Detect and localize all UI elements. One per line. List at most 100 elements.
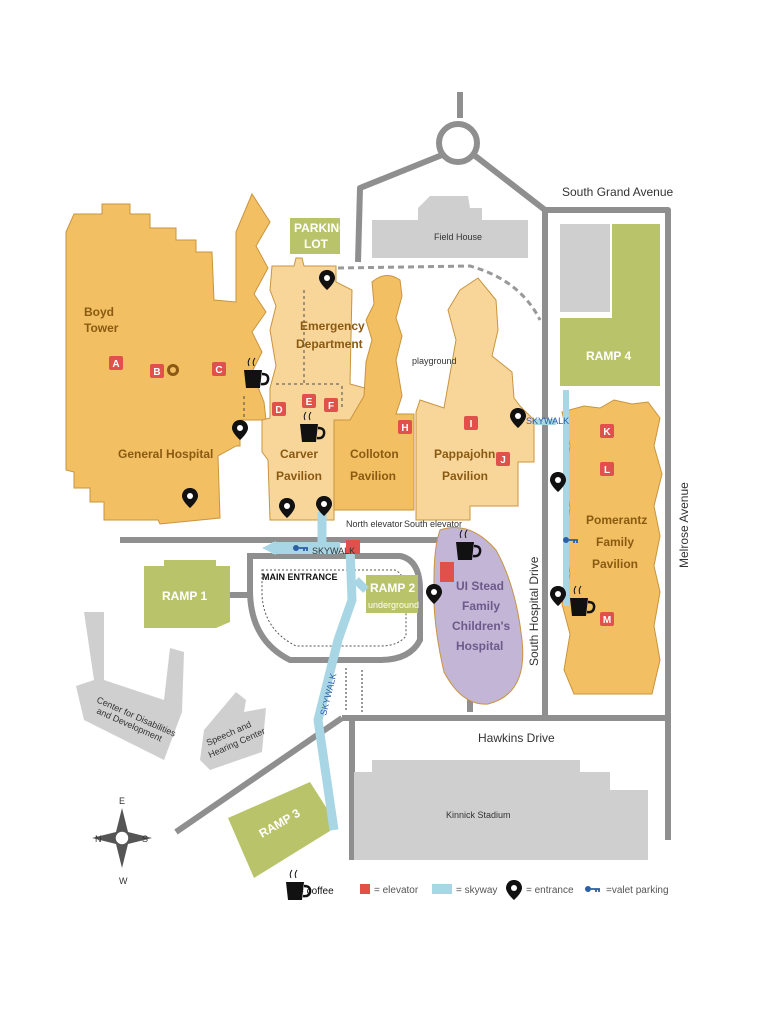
label-skywalk-main: SKYWALK bbox=[312, 546, 355, 556]
marker-h: H bbox=[398, 420, 412, 434]
label-stead-1: UI Stead bbox=[456, 579, 504, 593]
label-emergency-2: Department bbox=[296, 337, 363, 351]
svg-text:B: B bbox=[153, 367, 160, 378]
marker-b: B bbox=[150, 364, 164, 378]
ramp3-shape bbox=[228, 782, 338, 878]
cdd-shape bbox=[76, 612, 184, 760]
marker-f: F bbox=[324, 398, 338, 412]
legend-elevator-label: = elevator bbox=[374, 885, 419, 896]
label-field-house: Field House bbox=[434, 232, 482, 242]
label-melrose: Melrose Avenue bbox=[677, 482, 691, 568]
svg-text:L: L bbox=[604, 465, 610, 476]
label-ramp2-sub: underground bbox=[368, 600, 419, 610]
elevators bbox=[346, 540, 454, 582]
legend-valet-icon bbox=[584, 885, 601, 893]
field-house-shape bbox=[372, 196, 528, 258]
legend-entrance-label: = entrance bbox=[526, 885, 574, 896]
marker-k: K bbox=[600, 424, 614, 438]
stead-shape bbox=[433, 527, 524, 705]
hospital-buildings bbox=[65, 192, 663, 705]
skywalk-diagonal bbox=[313, 547, 357, 831]
ramp4-shape bbox=[560, 224, 660, 386]
svg-text:I: I bbox=[470, 419, 473, 430]
legend: = coffee = elevator = skyway = entrance … bbox=[284, 868, 669, 902]
svg-text:E: E bbox=[306, 397, 313, 408]
marker-a: A bbox=[109, 356, 123, 370]
dashed-road bbox=[337, 264, 542, 321]
speech-shape bbox=[200, 692, 266, 770]
skywalk-ramp2 bbox=[353, 577, 369, 593]
marker-l: L bbox=[600, 462, 614, 476]
label-skywalk-right: SKYWALK bbox=[526, 416, 569, 426]
letter-markers: A B C D E F H I J K L M bbox=[109, 356, 614, 626]
skywalk-arrow bbox=[262, 541, 276, 555]
legend-valet-label: =valet parking bbox=[606, 885, 669, 896]
svg-text:D: D bbox=[275, 405, 282, 416]
marker-i: I bbox=[464, 416, 478, 430]
label-pomerantz-3: Pavilion bbox=[592, 557, 638, 571]
compass-w: W bbox=[119, 876, 128, 886]
building-dashes bbox=[243, 290, 343, 420]
compass-e: E bbox=[119, 796, 125, 806]
label-ramp1: RAMP 1 bbox=[162, 589, 207, 603]
label-pomerantz-1: Pomerantz bbox=[586, 513, 647, 527]
label-south-hospital: South Hospital Drive bbox=[527, 556, 541, 666]
street-labels: South Grand Avenue Melrose Avenue South … bbox=[478, 185, 691, 745]
svg-text:C: C bbox=[215, 365, 222, 376]
label-hawkins: Hawkins Drive bbox=[478, 731, 555, 745]
label-general: General Hospital bbox=[118, 447, 213, 461]
label-parking-2: LOT bbox=[304, 237, 329, 251]
marker-m: M bbox=[600, 612, 614, 626]
label-main-entrance: MAIN ENTRANCE bbox=[262, 572, 338, 582]
gray-buildings bbox=[76, 196, 648, 860]
label-north-elevator: North elevator bbox=[346, 519, 403, 529]
boyd-general-shape bbox=[65, 192, 271, 525]
north-elevator-icon bbox=[346, 540, 360, 554]
label-ramp2: RAMP 2 bbox=[370, 581, 415, 595]
label-stead-3: Children's bbox=[452, 619, 511, 633]
label-kinnick: Kinnick Stadium bbox=[446, 810, 511, 820]
legend-entrance-icon bbox=[506, 880, 522, 900]
label-pappajohn-1: Pappajohn bbox=[434, 447, 495, 461]
label-carver-1: Carver bbox=[280, 447, 318, 461]
legend-skyway-label: = skyway bbox=[456, 885, 497, 896]
label-carver-2: Pavilion bbox=[276, 469, 322, 483]
parking-lot-shape bbox=[290, 218, 340, 254]
legend-coffee-label: = coffee bbox=[298, 886, 334, 897]
kinnick-shape bbox=[354, 760, 648, 860]
grand-road-left bbox=[355, 152, 444, 263]
label-pomerantz-2: Family bbox=[596, 535, 634, 549]
label-boyd-1: Boyd bbox=[84, 305, 114, 319]
gray-block-ne bbox=[560, 224, 610, 312]
label-stead-2: Family bbox=[462, 599, 500, 613]
label-boyd-2: Tower bbox=[84, 321, 119, 335]
south-elevator-icon bbox=[440, 562, 454, 582]
compass-s: S bbox=[142, 834, 148, 844]
compass-rose: E N S W bbox=[92, 796, 152, 886]
marker-d: D bbox=[272, 402, 286, 416]
label-playground: playground bbox=[412, 356, 457, 366]
label-pappajohn-2: Pavilion bbox=[442, 469, 488, 483]
ramp1-shape bbox=[144, 560, 230, 628]
legend-elevator-icon bbox=[360, 884, 370, 894]
label-south-grand: South Grand Avenue bbox=[562, 185, 674, 199]
svg-text:M: M bbox=[603, 615, 611, 626]
pappajohn-shape bbox=[415, 277, 535, 521]
label-colloton-2: Pavilion bbox=[350, 469, 396, 483]
ramp3-road bbox=[174, 715, 344, 835]
label-parking-1: PARKING bbox=[294, 221, 348, 235]
ramp2-shape bbox=[366, 575, 418, 613]
label-emergency-1: Emergency bbox=[300, 319, 365, 333]
ramps-shapes bbox=[144, 218, 660, 878]
marker-e: E bbox=[302, 394, 316, 408]
label-south-elevator: South elevator bbox=[404, 519, 462, 529]
label-stead-4: Hospital bbox=[456, 639, 503, 653]
colloton-shape bbox=[333, 275, 415, 511]
roundabout bbox=[436, 121, 480, 165]
loop-arrows bbox=[345, 668, 363, 712]
svg-text:F: F bbox=[328, 401, 334, 412]
svg-text:A: A bbox=[112, 359, 119, 370]
grand-road-right bbox=[472, 152, 671, 840]
marker-c: C bbox=[212, 362, 226, 376]
